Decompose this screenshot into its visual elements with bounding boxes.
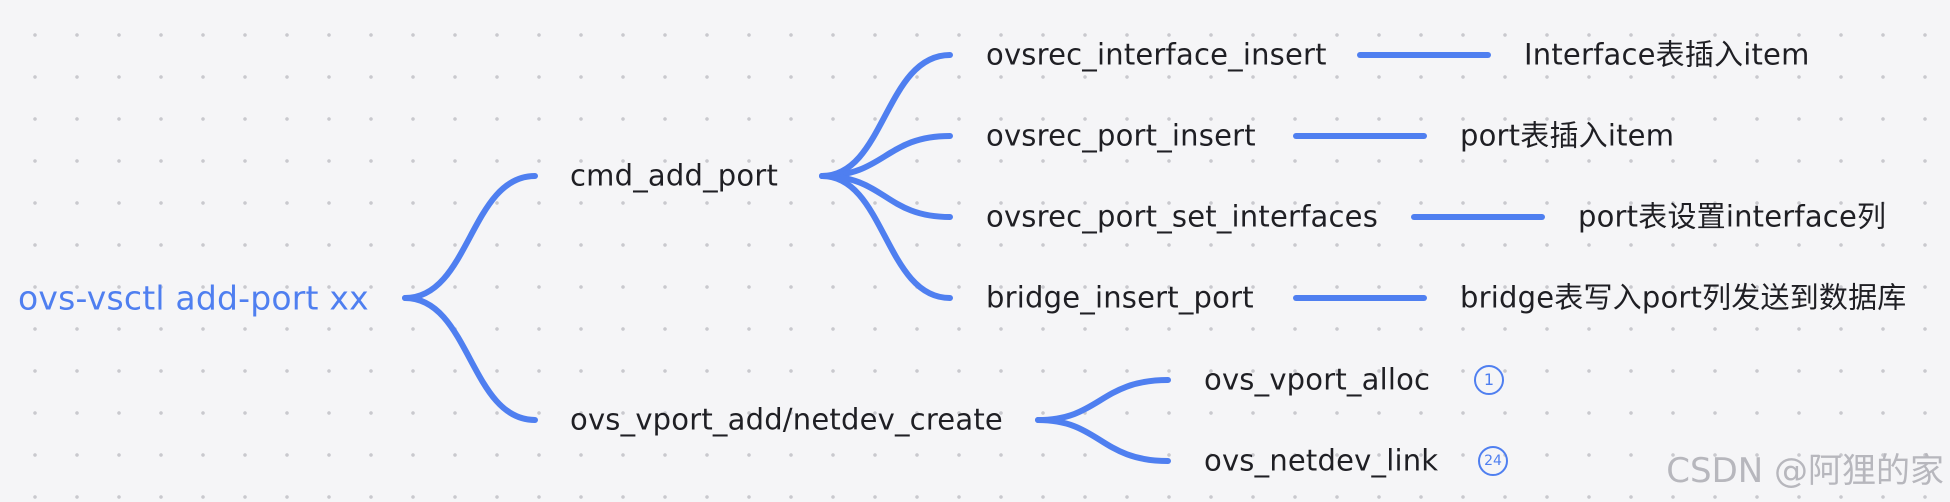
link-vport-netdev-link — [1035, 417, 1171, 464]
node-ovs-vport-alloc[interactable]: ovs_vport_alloc — [1204, 362, 1431, 397]
link-root-vport-add — [402, 295, 538, 423]
node-bridge-insert-port[interactable]: bridge_insert_port — [986, 280, 1254, 315]
note-interface-insert[interactable]: Interface表插入item — [1524, 37, 1810, 72]
watermark-text: CSDN @阿狸的家 — [1666, 451, 1944, 491]
node-ovs-netdev-link[interactable]: ovs_netdev_link — [1204, 443, 1439, 478]
root-node-add-port[interactable]: ovs-vsctl add-port xx — [18, 278, 369, 318]
node-cmd-add-port[interactable]: cmd_add_port — [570, 158, 779, 193]
node-ovsrec-interface-insert[interactable]: ovsrec_interface_insert — [986, 37, 1327, 72]
link-cmd-bridge-insert-port — [819, 173, 953, 301]
note-port-set-interfaces[interactable]: port表设置interface列 — [1578, 199, 1887, 234]
link-cmd-interface-insert — [819, 52, 953, 179]
link-vport-alloc — [1035, 377, 1171, 423]
link-cmd-port-insert — [819, 133, 953, 179]
node-ovsrec-port-insert[interactable]: ovsrec_port_insert — [986, 118, 1256, 153]
link-root-cmd-add-port — [402, 173, 538, 301]
note-port-insert[interactable]: port表插入item — [1460, 118, 1675, 153]
badge-vport-alloc[interactable]: 1 — [1474, 365, 1504, 395]
node-ovsrec-port-set-interfaces[interactable]: ovsrec_port_set_interfaces — [986, 199, 1378, 234]
note-bridge-insert-port[interactable]: bridge表写入port列发送到数据库 — [1460, 280, 1907, 315]
node-ovs-vport-add[interactable]: ovs_vport_add/netdev_create — [570, 402, 1003, 437]
badge-netdev-link[interactable]: 24 — [1478, 446, 1508, 476]
